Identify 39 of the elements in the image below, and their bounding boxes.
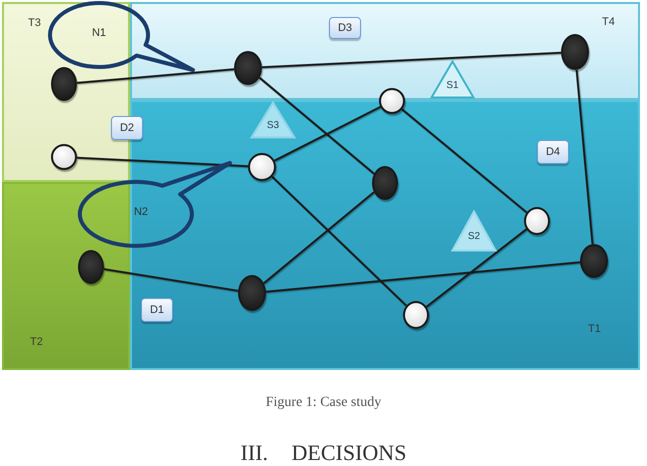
link-line [262, 52, 562, 68]
network-node [78, 250, 104, 284]
triangle-marker: S3 [250, 101, 296, 139]
region-label: T1 [588, 323, 601, 335]
network-node [51, 144, 77, 170]
label-tag: D3 [329, 17, 361, 39]
triangle-marker: S1 [430, 60, 475, 99]
network-node [580, 244, 608, 278]
label-tag: D2 [111, 116, 143, 140]
network-node [403, 301, 429, 329]
label-tag: D4 [537, 140, 569, 164]
network-node [524, 207, 550, 235]
link-line [401, 108, 528, 214]
link-line [274, 106, 381, 162]
network-node [372, 166, 398, 200]
link-line [266, 261, 580, 293]
link-line [576, 70, 594, 244]
figure-caption: Figure 1: Case study [264, 395, 382, 411]
network-node [248, 153, 276, 181]
speech-bubble: N1 [48, 0, 198, 74]
network-node [234, 51, 262, 85]
region-label: T4 [602, 16, 615, 28]
link-line [104, 268, 238, 292]
link-line [76, 156, 248, 168]
network-node [238, 275, 266, 311]
section-heading: III. DECISIONS [240, 440, 408, 466]
link-line [76, 68, 234, 84]
link-line [271, 176, 407, 306]
region-label: T3 [28, 17, 41, 29]
label-tag: D1 [141, 298, 173, 322]
network-node [561, 34, 589, 70]
region-area [2, 182, 130, 370]
link-line [258, 76, 375, 175]
link-line [263, 191, 375, 284]
network-node [51, 67, 77, 101]
triangle-marker: S2 [451, 210, 497, 252]
region-label: T2 [30, 336, 43, 348]
link-line [426, 228, 528, 308]
region-area [130, 2, 640, 100]
